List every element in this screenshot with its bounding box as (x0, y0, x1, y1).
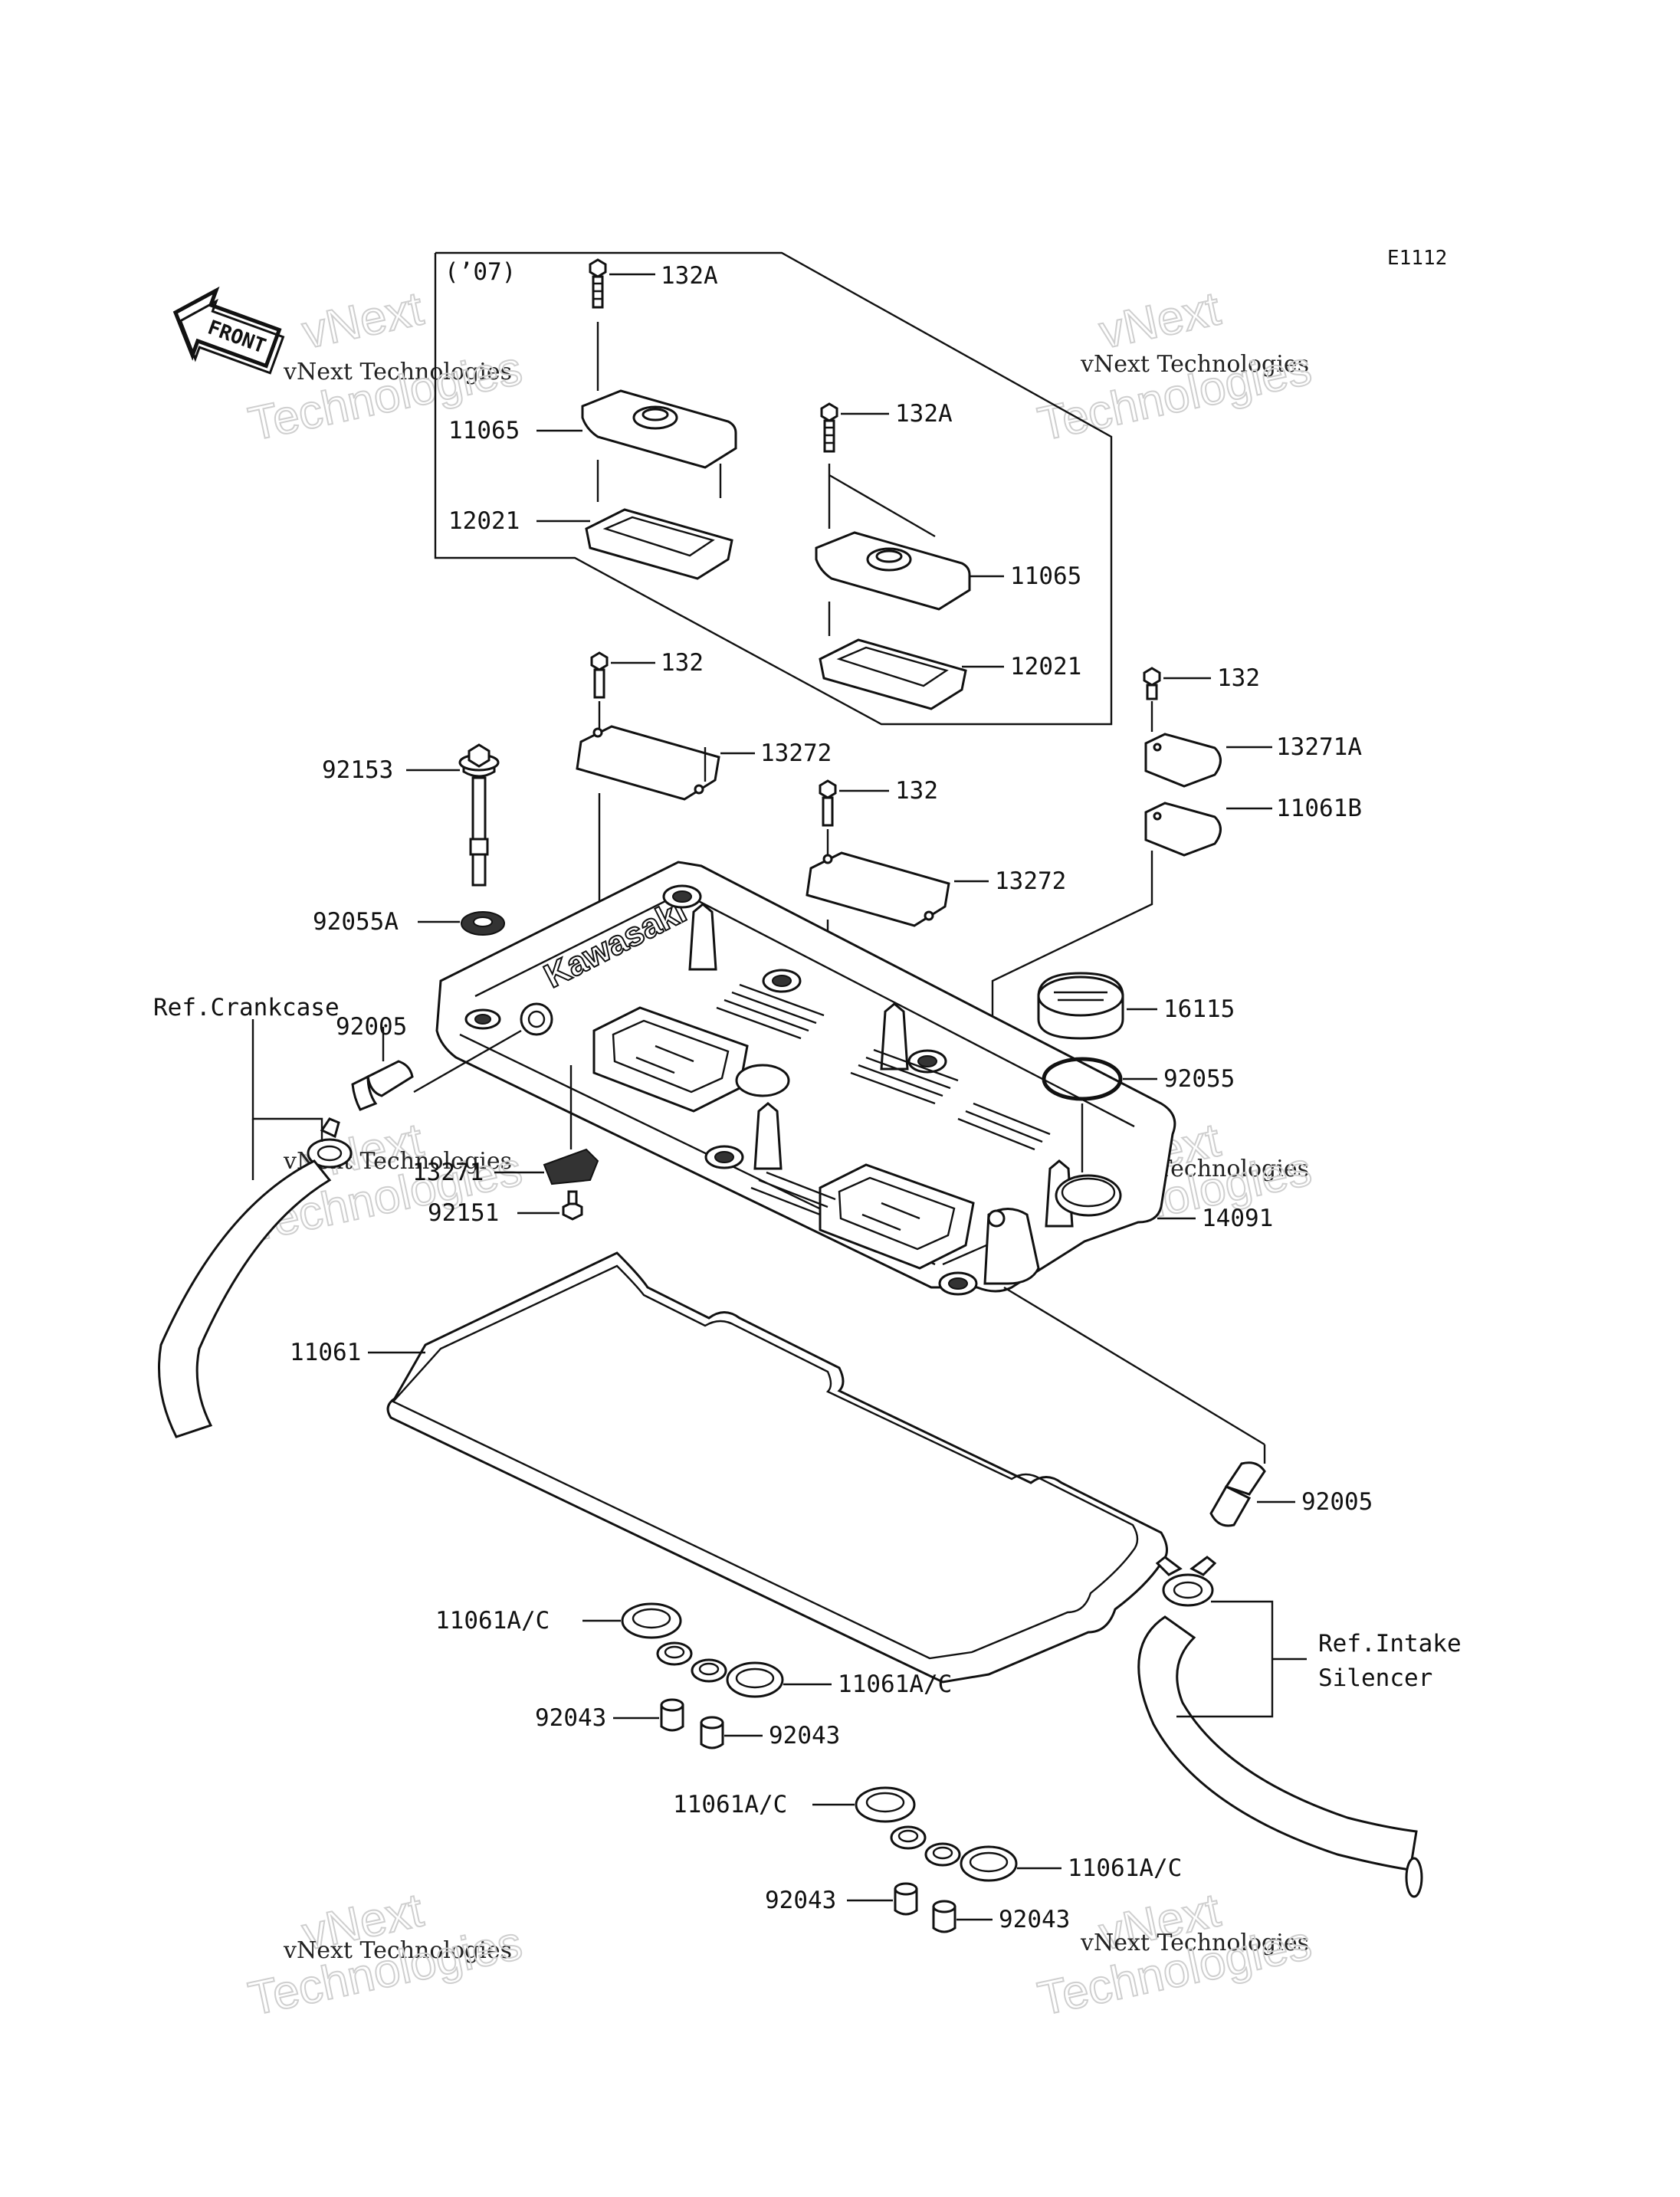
oil-cap-16115: 16115 (1037, 972, 1235, 1040)
plate-13272-right: 13272 (806, 851, 1066, 927)
label-13271a: 13271A (1276, 733, 1362, 761)
diagram-code: E1112 (1387, 247, 1447, 270)
watermark-vnext: vNext (1095, 282, 1225, 359)
label-16115: 16115 (1163, 995, 1235, 1023)
cover-11065-left: 11065 (448, 389, 737, 469)
label-132-left: 132 (661, 649, 704, 677)
bolt-132-left: 132 (590, 649, 704, 699)
label-92043-b: 92043 (769, 1722, 840, 1749)
ref-intake-label-1: Ref.Intake (1318, 1630, 1462, 1658)
label-11065-left: 11065 (448, 417, 520, 444)
label-11061ac-a: 11061A/C (435, 1607, 550, 1635)
label-92005-right: 92005 (1301, 1488, 1373, 1516)
washer-92055a: 92055A (313, 908, 505, 936)
ref-crankcase: Ref.Crankcase (153, 994, 340, 1180)
watermark-vnext: vNext (298, 282, 428, 359)
label-92055a: 92055A (313, 908, 399, 936)
label-132a-right: 132A (895, 400, 953, 428)
seal-group-2: 11061A/C 11061A/C 92043 92043 (673, 1786, 1182, 1933)
ref-intake-label-2: Silencer (1318, 1664, 1432, 1692)
gasket-12021-right: 12021 (819, 638, 1081, 710)
label-92153: 92153 (322, 756, 393, 784)
label-132a-left: 132A (661, 262, 718, 290)
cover-11065-right: 11065 (815, 531, 1081, 611)
label-11061b: 11061B (1276, 795, 1362, 822)
clamp-left (307, 1117, 353, 1169)
label-12021-right: 12021 (1010, 653, 1081, 680)
label-13271: 13271 (412, 1159, 484, 1186)
bolt-132-right: 132 (1143, 664, 1260, 700)
fitting-92005-right: 92005 (1209, 1461, 1373, 1527)
gasket-12021-left: 12021 (448, 507, 733, 580)
cylinder-head-cover-14091: Kawasaki 14091 (435, 861, 1273, 1296)
label-92043-c: 92043 (765, 1887, 836, 1914)
variant-box: (’07) (434, 251, 1113, 726)
label-11065-right: 11065 (1010, 562, 1081, 590)
front-arrow: FRONT (172, 286, 285, 375)
watermark-vnext-technologies: vNext Technologies (283, 359, 512, 385)
variant-label: (’07) (445, 258, 516, 286)
bolt-92151: 92151 (428, 1190, 583, 1227)
watermark-vnext-technologies: vNext Technologies (283, 1937, 512, 1964)
gasket-11061: 11061 (290, 1251, 1168, 1684)
watermark-vnext-technologies: vNext Technologies (1080, 1930, 1309, 1956)
fitting-92005-left: 92005 (336, 1013, 414, 1111)
bolt-132a-right: 132A (820, 400, 953, 453)
label-92005-left: 92005 (336, 1013, 407, 1041)
label-14091: 14091 (1202, 1205, 1273, 1232)
ref-crankcase-label: Ref.Crankcase (153, 994, 340, 1021)
label-132-mid: 132 (895, 777, 938, 805)
o-ring-92055: 92055 (1042, 1057, 1235, 1101)
label-11061ac-d: 11061A/C (1068, 1854, 1182, 1882)
gasket-11061b: 11061B (1144, 795, 1362, 857)
watermark-top-right: vNext vNext Technologies Technologies (1033, 281, 1317, 451)
hose-crankcase (158, 1159, 332, 1438)
label-11061ac-b: 11061A/C (838, 1671, 952, 1698)
watermark-vnext-technologies: vNext Technologies (1080, 351, 1309, 378)
label-11061ac-c: 11061A/C (673, 1791, 787, 1818)
label-13272-left: 13272 (760, 739, 832, 767)
label-13272-right: 13272 (995, 867, 1066, 895)
clamp-right (1155, 1556, 1217, 1607)
label-92043-a: 92043 (535, 1704, 606, 1732)
hose-intake-silencer (1137, 1615, 1423, 1898)
watermark-bottom-right: vNext vNext Technologies Technologies (1033, 1883, 1317, 2026)
bolt-92153: 92153 (322, 743, 500, 887)
ref-intake-silencer: Ref.Intake Silencer (1176, 1600, 1462, 1718)
label-11061: 11061 (290, 1339, 361, 1366)
label-92055: 92055 (1163, 1065, 1235, 1093)
bolt-132-mid: 132 (819, 777, 938, 827)
seal-group-1: 11061A/C 11061A/C 92043 92043 (435, 1602, 952, 1749)
label-92043-d: 92043 (999, 1906, 1070, 1933)
plate-13272-left: 13272 (576, 725, 832, 801)
bracket-13271: 13271 (412, 1065, 599, 1186)
watermark-bottom-left: vNext vNext Technologies Technologies (244, 1883, 527, 2026)
bolt-132a-left: 132A (589, 258, 718, 309)
label-132-right: 132 (1217, 664, 1260, 692)
label-12021-left: 12021 (448, 507, 520, 535)
cover-13271a: 13271A (1144, 733, 1362, 788)
label-92151: 92151 (428, 1199, 499, 1227)
